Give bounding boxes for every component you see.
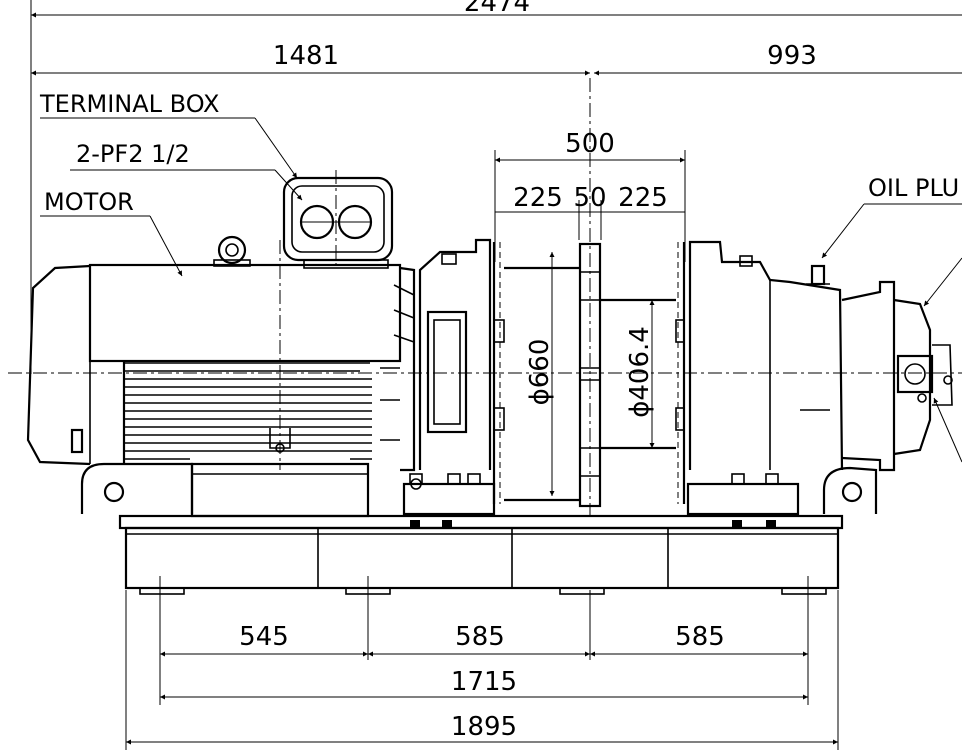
label-terminal-box: TERMINAL BOX [39, 90, 220, 118]
label-oil-plug: OIL PLU [868, 174, 959, 202]
dim-overall-length: 2474 [464, 0, 530, 18]
dim-coupling-left: 225 [513, 183, 563, 213]
terminal-box [282, 176, 394, 269]
dim-coupling-right: 225 [618, 183, 668, 213]
coupling-disc [578, 242, 602, 508]
dim-motor-side: 1481 [273, 41, 339, 71]
left-pedestal [402, 238, 496, 516]
top-dimensions: 2474 1481 993 [30, 0, 962, 374]
label-terminal-spec: 2-PF2 1/2 [76, 140, 190, 168]
cooling-fins [124, 362, 372, 460]
motor-indicator [70, 428, 84, 454]
leader-labels: TERMINAL BOX 2-PF2 1/2 MOTOR OIL PLU [39, 90, 962, 463]
center-lines [8, 78, 962, 520]
lifting-eye [217, 235, 247, 265]
coupling: ϕ660 ϕ406.4 [492, 242, 686, 508]
label-motor: MOTOR [44, 188, 134, 216]
gear-reducer [686, 240, 953, 516]
dim-gear-side: 993 [767, 41, 817, 71]
dim-base-545: 545 [239, 622, 289, 652]
motor [26, 235, 416, 518]
right-lifting-lug [822, 466, 878, 514]
base-frame [80, 462, 878, 750]
oil-plug [810, 264, 826, 286]
dim-base-1895: 1895 [451, 712, 517, 742]
dim-base-585-b: 585 [675, 622, 725, 652]
dim-coupling-diameter: ϕ660 [525, 339, 555, 406]
dim-hub-diameter: ϕ406.4 [625, 326, 655, 418]
bottom-dimensions: 545 585 585 1715 1895 [126, 622, 838, 745]
dim-base-1715: 1715 [451, 667, 517, 697]
left-lifting-lug [80, 462, 194, 514]
dim-base-585-a: 585 [455, 622, 505, 652]
output-flange [896, 354, 934, 394]
